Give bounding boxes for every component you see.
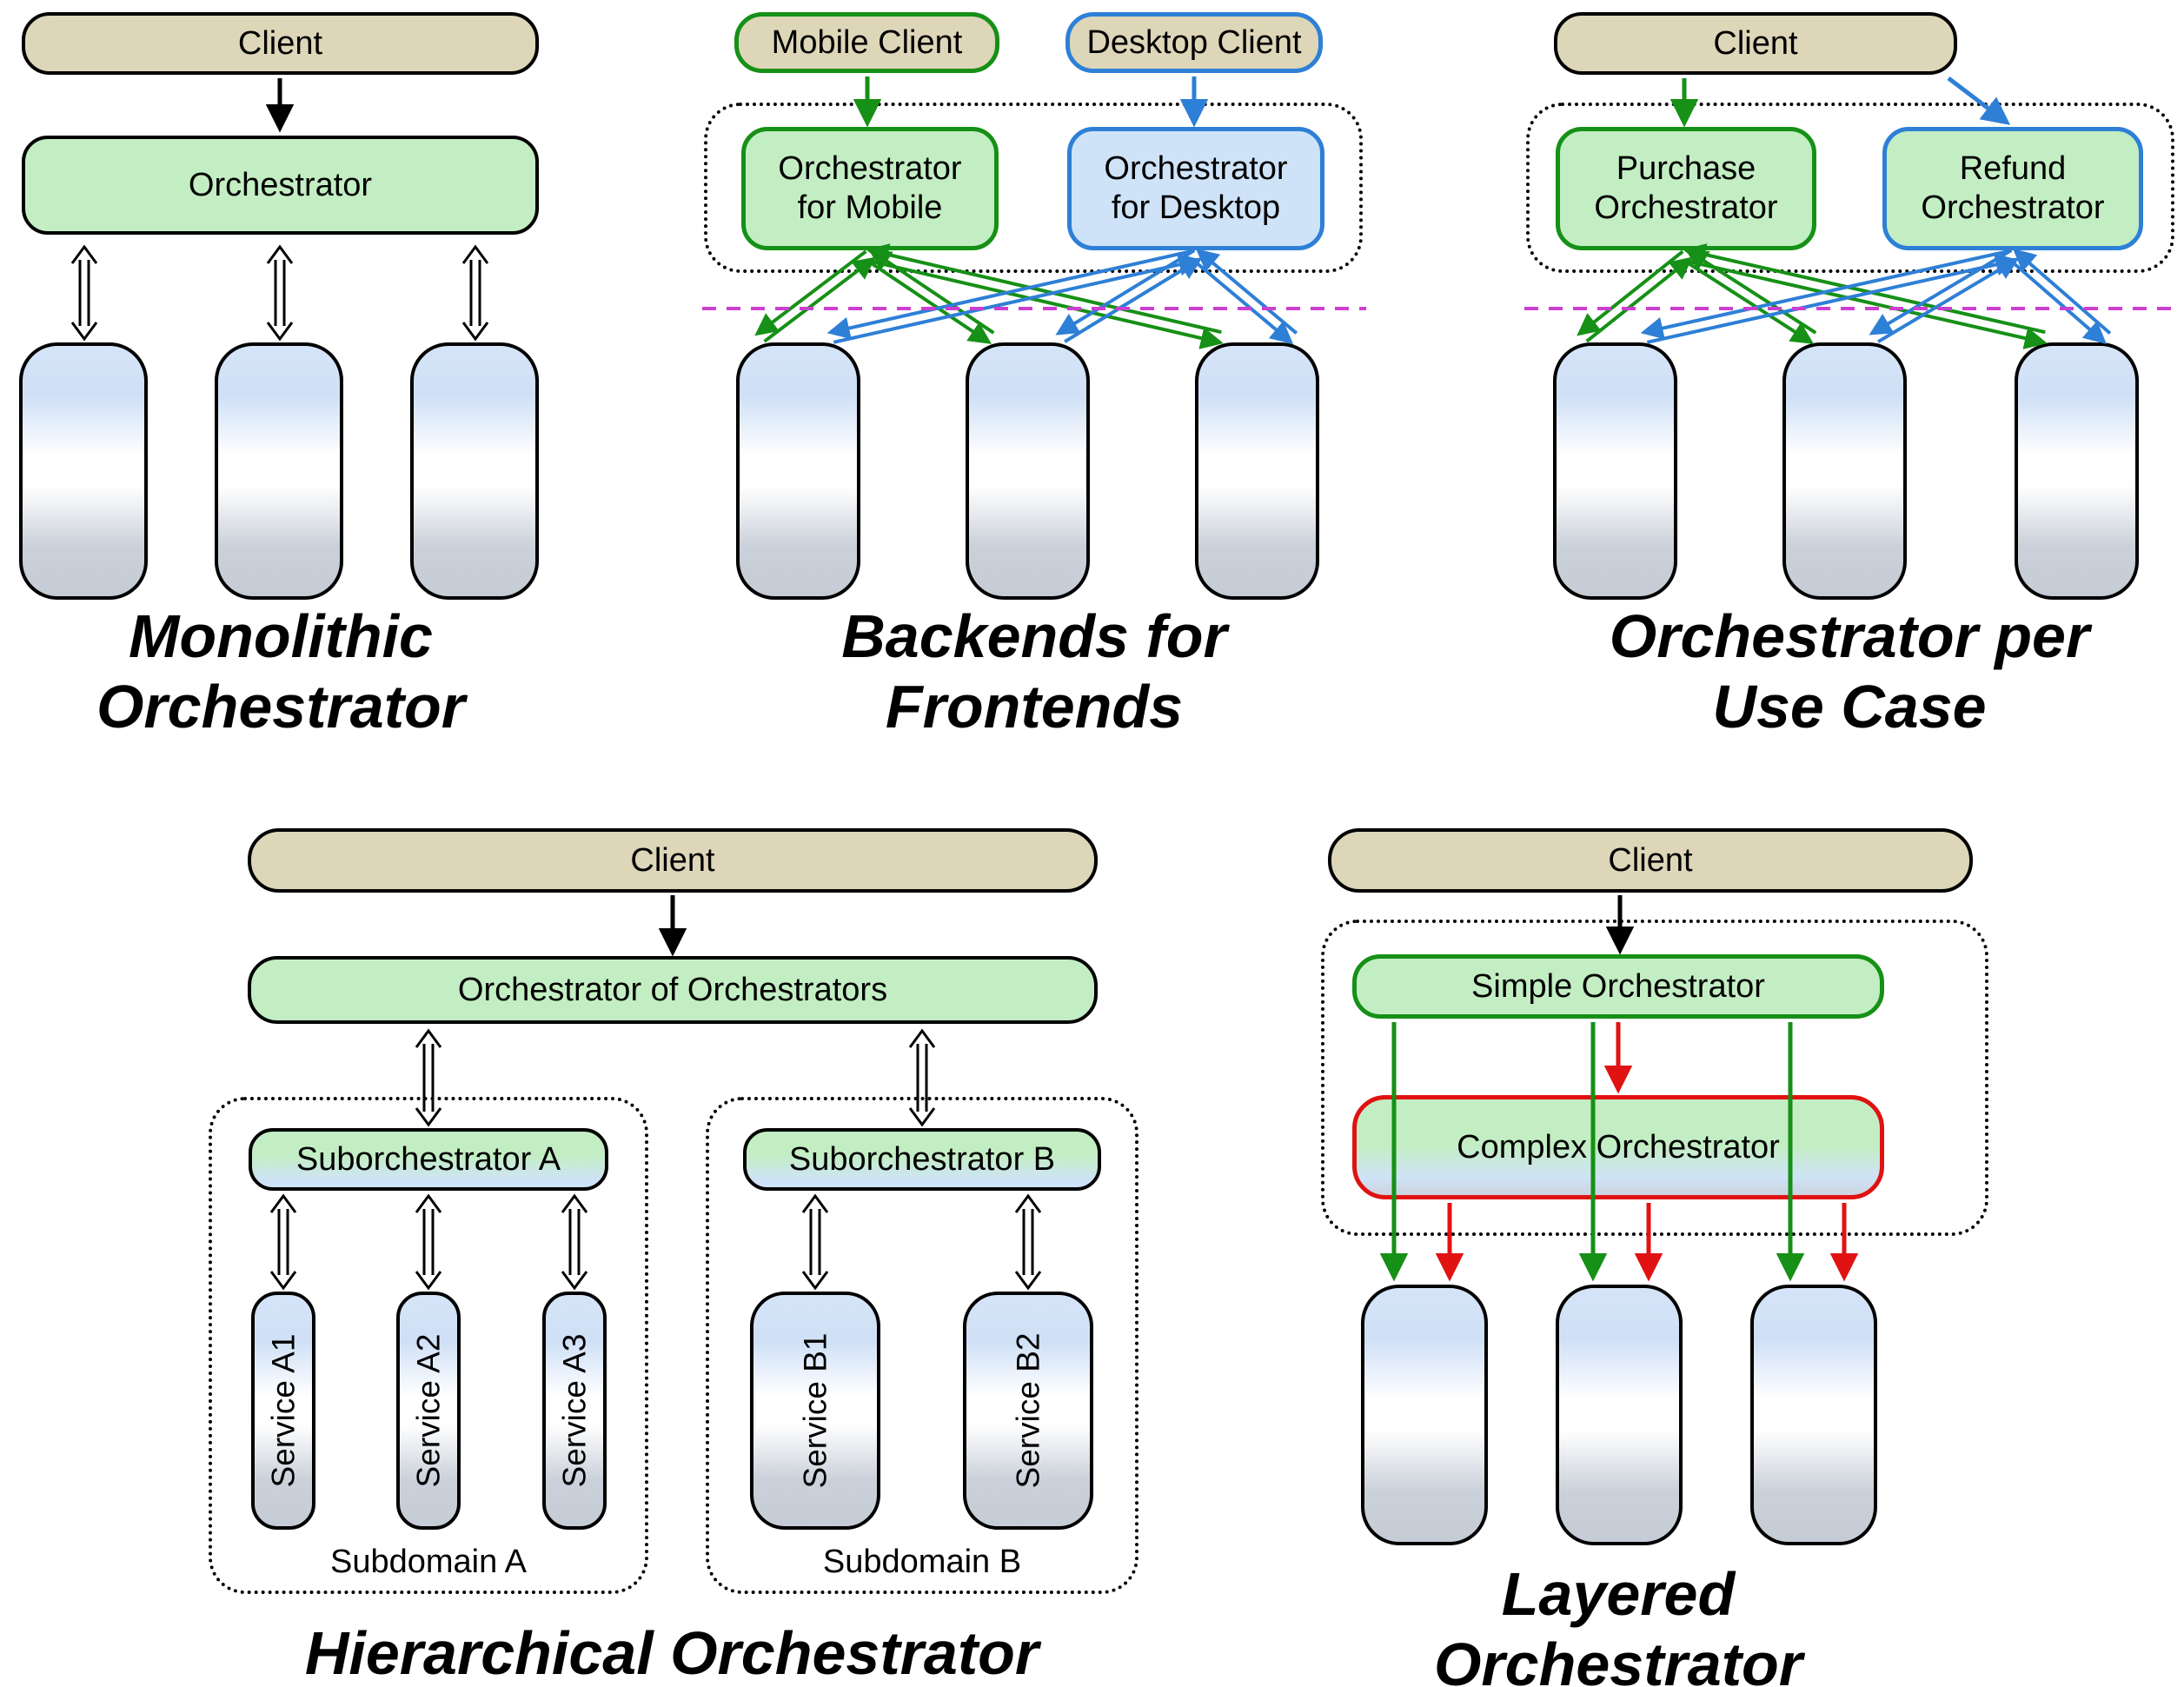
monolithic-service-2 <box>215 342 343 600</box>
hierarchical-title: Hierarchical Orchestrator <box>304 1619 1039 1687</box>
usecase-title: Orchestrator per Use Case <box>1609 602 2090 741</box>
bff-service-2 <box>966 342 1090 600</box>
usecase-refund-orchestrator-box: Refund Orchestrator <box>1882 127 2143 250</box>
monolithic-orchestrator-box: Orchestrator <box>22 136 539 235</box>
service-a2-label: Service A2 <box>410 1333 446 1488</box>
bff-desktop-client-box: Desktop Client <box>1065 12 1323 73</box>
usecase-purchase-orchestrator-box: Purchase Orchestrator <box>1556 127 1816 250</box>
bff-service-1 <box>736 342 860 600</box>
suborchestrator-b-box: Suborchestrator B <box>743 1128 1101 1191</box>
monolithic-title: Monolithic Orchestrator <box>96 602 466 741</box>
bff-service-3 <box>1195 342 1319 600</box>
service-b1-label: Service B1 <box>797 1332 833 1489</box>
bff-mobile-client-box: Mobile Client <box>734 12 999 73</box>
usecase-service-3 <box>2015 342 2139 600</box>
service-a1-label: Service A1 <box>265 1333 301 1488</box>
subdomain-b-label: Subdomain B <box>822 1544 1022 1580</box>
layered-service-2 <box>1556 1285 1683 1545</box>
bff-orchestrator-mobile-box: Orchestrator for Mobile <box>741 127 999 250</box>
layered-title: Layered Orchestrator <box>1433 1560 1803 1687</box>
hierarchical-client-box: Client <box>248 828 1098 893</box>
bff-title: Backends for Frontends <box>841 602 1227 741</box>
service-a3-box: Service A3 <box>542 1292 607 1530</box>
simple-orchestrator-box: Simple Orchestrator <box>1352 954 1884 1019</box>
service-a3-label: Service A3 <box>556 1333 592 1488</box>
monolithic-service-1 <box>19 342 148 600</box>
service-b1-box: Service B1 <box>750 1292 880 1530</box>
service-b2-box: Service B2 <box>963 1292 1093 1530</box>
monolithic-service-3 <box>410 342 539 600</box>
layered-client-box: Client <box>1328 828 1973 893</box>
usecase-service-1 <box>1553 342 1677 600</box>
bff-orchestrator-desktop-box: Orchestrator for Desktop <box>1067 127 1324 250</box>
layered-service-1 <box>1361 1285 1488 1545</box>
layered-service-3 <box>1750 1285 1877 1545</box>
usecase-service-2 <box>1782 342 1907 600</box>
subdomain-a-label: Subdomain A <box>329 1544 528 1580</box>
usecase-client-box: Client <box>1554 12 1957 75</box>
service-a1-box: Service A1 <box>251 1292 315 1530</box>
layered-orchestrators-boundary <box>1321 920 1988 1236</box>
hierarchical-root-orchestrator-box: Orchestrator of Orchestrators <box>248 956 1098 1024</box>
suborchestrator-a-box: Suborchestrator A <box>249 1128 608 1191</box>
service-b2-label: Service B2 <box>1010 1332 1046 1489</box>
service-a2-box: Service A2 <box>396 1292 461 1530</box>
monolithic-client-box: Client <box>22 12 539 75</box>
complex-orchestrator-box: Complex Orchestrator <box>1352 1095 1884 1199</box>
